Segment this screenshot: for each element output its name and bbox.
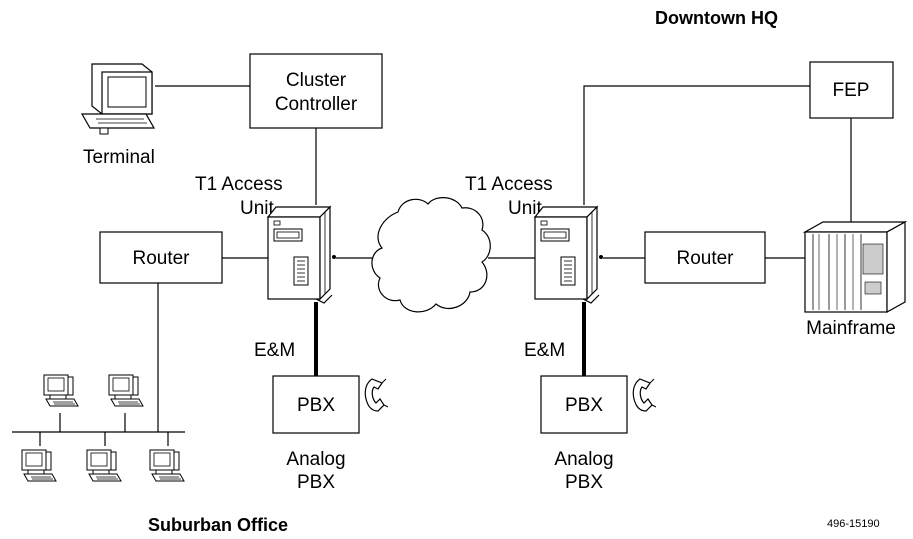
t1-access-unit-left-label-line1: T1 Access: [195, 174, 283, 195]
cluster-controller-label-line1: Cluster: [286, 70, 347, 91]
telephone-icon: [632, 378, 657, 412]
t1-access-unit-right-label-line1: T1 Access: [465, 174, 553, 195]
pbx-left-label: PBX: [297, 395, 335, 416]
telephone-icon: [364, 378, 389, 412]
pc-icon: [86, 449, 122, 482]
mainframe-label: Mainframe: [806, 318, 896, 339]
figure-id-label: 496-15190: [827, 518, 880, 530]
terminal-icon: [80, 63, 156, 135]
t1-access-unit-right-icon: [534, 206, 604, 304]
pbx-right-box: [540, 375, 628, 434]
pbx-left-box: [272, 375, 360, 434]
pbx-right-label: PBX: [565, 395, 603, 416]
router-right-label: Router: [676, 248, 734, 269]
network-cloud-icon: [371, 197, 491, 313]
t1-to-fep-line: [583, 85, 810, 205]
em-left-label: E&M: [254, 340, 295, 361]
terminal-label: Terminal: [83, 147, 155, 168]
analog-pbx-right-label-line2: PBX: [565, 472, 603, 493]
pc-icon: [43, 374, 79, 407]
analog-pbx-right-label-line1: Analog: [554, 449, 613, 470]
analog-pbx-left-label-line1: Analog: [286, 449, 345, 470]
fep-box: [809, 61, 894, 119]
suburban-office-label: Suburban Office: [148, 515, 288, 535]
pc-icon: [21, 449, 57, 482]
cluster-controller-label-line2: Controller: [275, 94, 358, 115]
cluster-controller-box: [249, 53, 383, 129]
pc-icon: [108, 374, 144, 407]
router-left-label: Router: [132, 248, 190, 269]
t1-access-unit-left-label-line2: Unit: [240, 198, 275, 219]
analog-pbx-left-label-line2: PBX: [297, 472, 335, 493]
router-right-box: [644, 231, 766, 284]
em-right-label: E&M: [524, 340, 565, 361]
router-left-box: [99, 231, 223, 284]
pc-icon: [149, 449, 185, 482]
t1-access-unit-right-label-line2: Unit: [508, 198, 543, 219]
t1-access-unit-left-icon: [267, 206, 337, 304]
fep-label: FEP: [833, 80, 870, 101]
mainframe-icon: [802, 220, 908, 314]
downtown-hq-label: Downtown HQ: [655, 8, 778, 28]
